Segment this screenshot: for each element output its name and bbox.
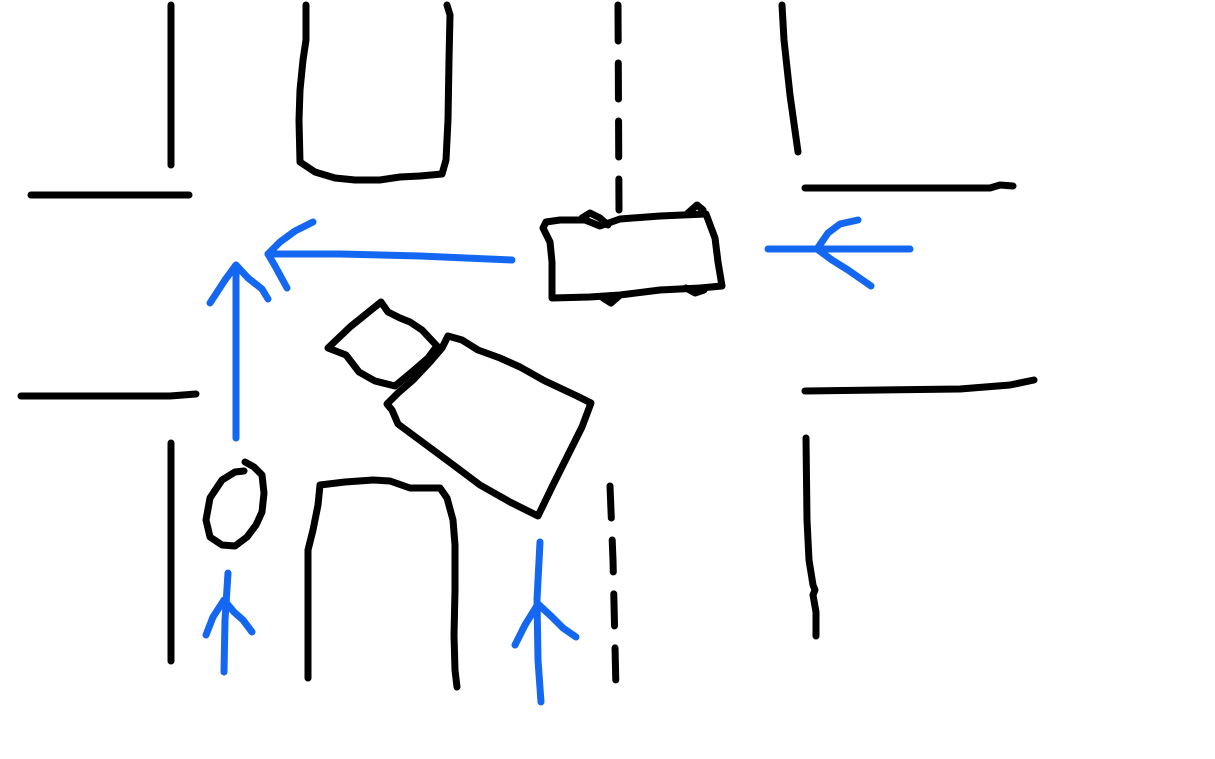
movement-arrows (202, 216, 914, 706)
right-curb-top (778, 1, 802, 156)
vehicles (202, 1, 726, 691)
cyclist-oval (202, 458, 268, 550)
arrow-bottom-left-lane (202, 569, 256, 676)
right-curb-bottom (802, 434, 820, 640)
car-right (539, 201, 726, 307)
car-bottom (304, 476, 461, 691)
car-top (295, 1, 454, 184)
arrow-cyclist-turn (264, 218, 516, 292)
arrow-cyclist-straight (206, 261, 272, 442)
left-crosswalk-bottom-line (17, 390, 200, 400)
car-angled (324, 298, 595, 520)
arrow-icon (533, 538, 545, 706)
center-dashed-line-bottom (606, 482, 620, 694)
center-dashed-line-top (614, 1, 623, 214)
arrow-bottom-lane (511, 538, 580, 706)
right-crosswalk-bottom-line (801, 376, 1038, 395)
arrow-icon (264, 250, 516, 264)
arrow-east-incoming (764, 216, 914, 290)
arrow-icon (220, 569, 232, 676)
road-markings (17, 1, 1038, 694)
right-crosswalk-top-line (801, 181, 1017, 192)
